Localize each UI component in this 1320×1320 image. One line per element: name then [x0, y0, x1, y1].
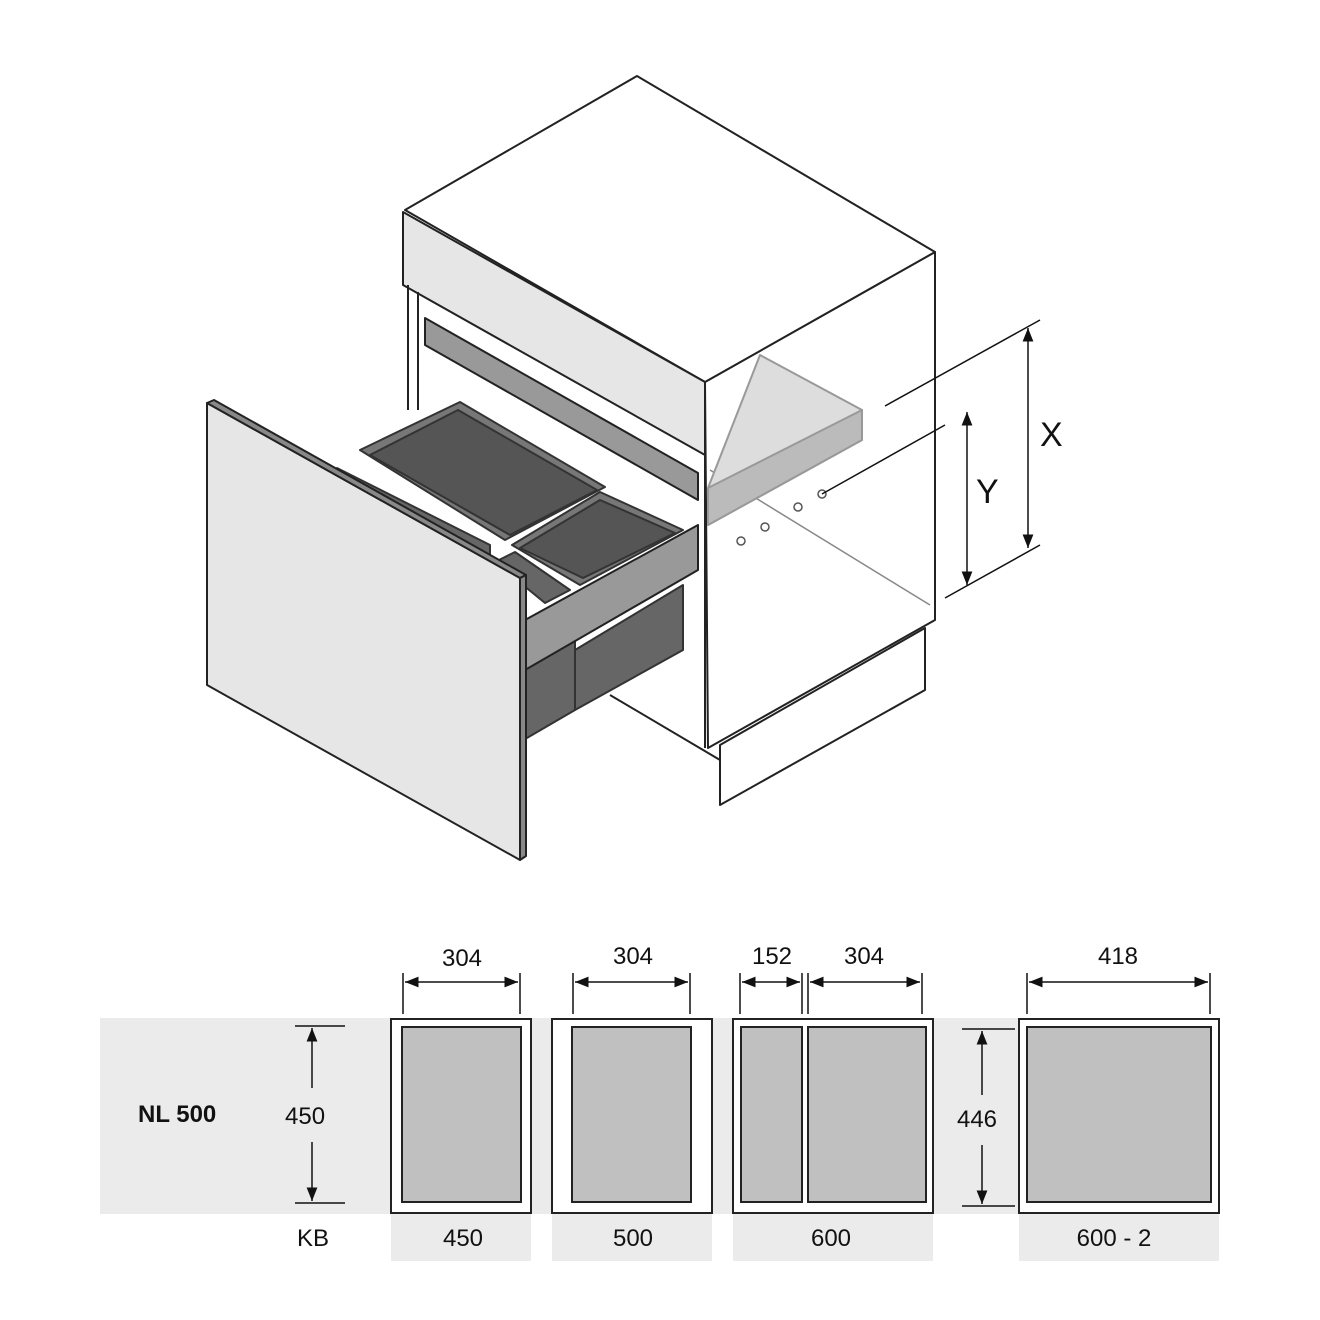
- width-dim-label: 304: [442, 945, 482, 972]
- back-rail: [424, 317, 699, 501]
- width-dim-label: 152: [752, 943, 792, 970]
- height-dimensions: [821, 319, 1041, 599]
- width-dim-label: 304: [613, 943, 653, 970]
- width-dim-label: 418: [1098, 943, 1138, 970]
- row-label: NL 500: [138, 1101, 216, 1128]
- kb-value: 600 - 2: [1077, 1225, 1152, 1252]
- plan-boxes: [390, 1018, 1220, 1214]
- dimension-y-label: Y: [976, 473, 999, 511]
- height-dim-label-446: 446: [957, 1106, 997, 1133]
- plan-dimension-lines: [295, 973, 1211, 1207]
- height-dim-label: 450: [285, 1103, 325, 1130]
- width-dim-label: 304: [844, 943, 884, 970]
- kb-cells: [391, 1214, 1219, 1261]
- kb-label: KB: [297, 1225, 329, 1252]
- kb-value: 450: [443, 1225, 483, 1252]
- cabinet-illustration: [206, 75, 936, 861]
- kb-value: 600: [811, 1225, 851, 1252]
- dimension-x-label: X: [1040, 416, 1063, 454]
- kb-value: 500: [613, 1225, 653, 1252]
